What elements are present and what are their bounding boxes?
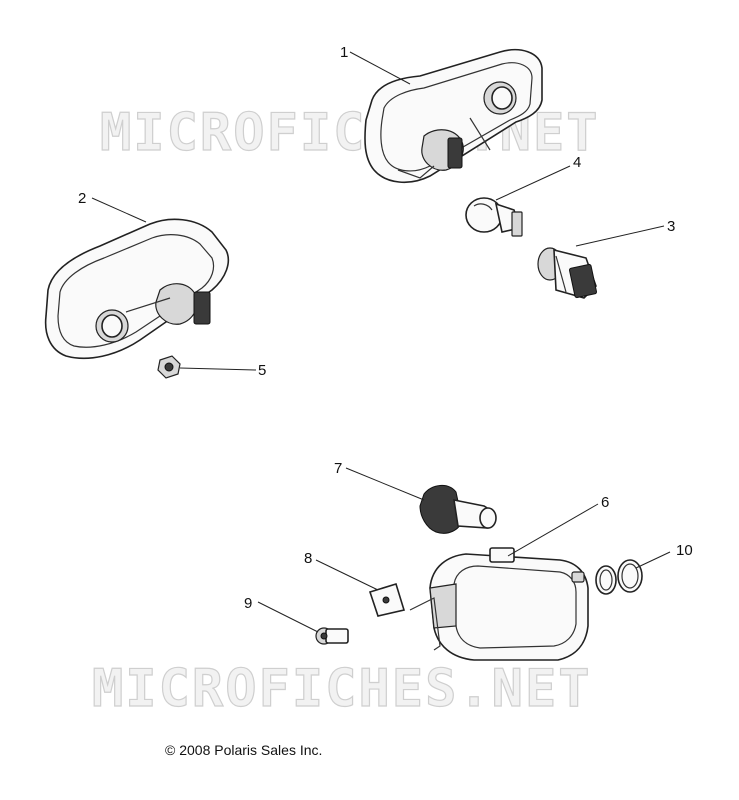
part-2-tail-lamp-left (44, 218, 230, 360)
part-9-screw (315, 627, 349, 645)
callout-3: 3 (667, 218, 675, 235)
part-6-headlamp (409, 547, 589, 661)
callout-2: 2 (78, 190, 86, 207)
callout-8: 8 (304, 550, 312, 567)
callout-5: 5 (258, 362, 266, 379)
callout-10: 10 (676, 542, 693, 559)
watermark-bottom: MICROFICHES.NET (92, 659, 592, 719)
callout-9: 9 (244, 595, 252, 612)
copyright-text: © 2008 Polaris Sales Inc. (165, 742, 323, 758)
leader-lines (91, 51, 671, 633)
part-4-wedge-bulb (465, 197, 523, 237)
callout-7: 7 (334, 460, 342, 477)
part-1-tail-lamp-right (364, 48, 543, 184)
callout-4: 4 (573, 154, 581, 171)
part-8-mounting-clip (368, 583, 406, 617)
callout-6: 6 (601, 494, 609, 511)
part-5-nut (157, 355, 181, 379)
part-3-bulb-socket (537, 247, 598, 299)
part-7-headlamp-bulb (419, 485, 497, 534)
part-10-o-rings (595, 559, 643, 595)
callout-1: 1 (340, 44, 348, 61)
